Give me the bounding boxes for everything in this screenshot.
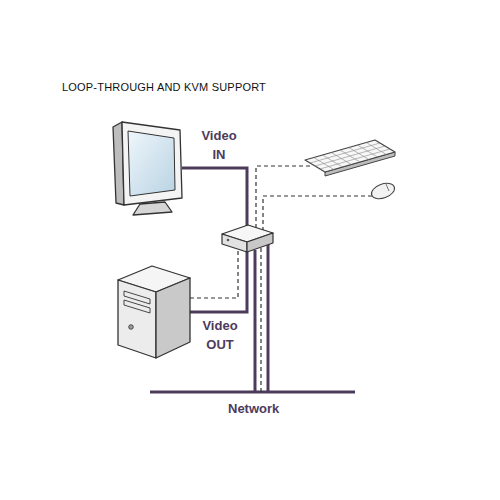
keyboard-icon bbox=[305, 140, 395, 176]
kvm-device bbox=[222, 225, 273, 252]
network-wire bbox=[254, 250, 257, 392]
video-in-wire bbox=[182, 168, 247, 226]
diagram-title: LOOP-THROUGH AND KVM SUPPORT bbox=[62, 81, 266, 93]
signal-label: Video OUT bbox=[196, 316, 244, 354]
computer-tower bbox=[118, 266, 190, 358]
monitor-icon bbox=[113, 122, 182, 215]
network-wire bbox=[267, 244, 270, 392]
mouse-icon bbox=[369, 180, 396, 201]
network-line bbox=[150, 391, 355, 394]
signal-label: Network bbox=[228, 399, 279, 418]
signal-label: Video IN bbox=[196, 126, 242, 164]
kvm-wires bbox=[190, 166, 372, 392]
